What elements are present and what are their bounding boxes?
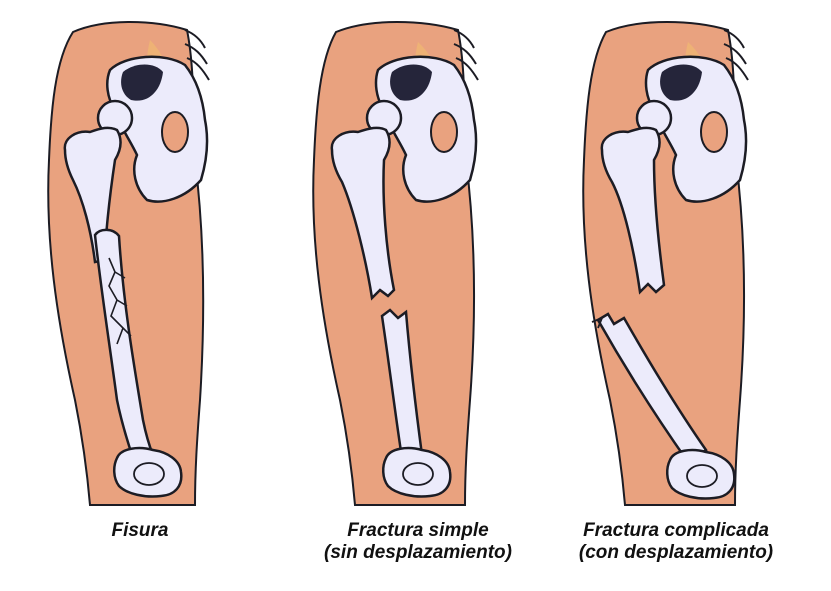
obturator-foramen xyxy=(161,111,189,153)
obturator-foramen xyxy=(700,111,728,153)
caption-line: Fisura xyxy=(111,520,169,541)
fractura-complicada-illustration xyxy=(582,21,749,506)
fractura-simple-illustration xyxy=(312,21,479,506)
greater-trochanter xyxy=(63,126,122,264)
hairline-crack xyxy=(108,257,132,345)
acetabulum xyxy=(121,64,163,101)
caption-line: Fractura simple xyxy=(347,520,489,541)
bone-spike xyxy=(591,316,604,329)
ribs xyxy=(184,29,210,81)
fisura-illustration xyxy=(47,21,210,506)
proximal-femur xyxy=(600,126,666,295)
proximal-femur xyxy=(330,126,396,301)
caption-fisura: Fisura xyxy=(0,520,280,542)
fracture-line-upper xyxy=(371,288,395,299)
caption-fractura-simple: Fractura simple (sin desplazamiento) xyxy=(278,520,558,564)
caption-fractura-complicada: Fractura complicada (con desplazamiento) xyxy=(536,520,816,564)
obturator-foramen xyxy=(430,111,458,153)
distal-femur-displaced xyxy=(596,312,708,464)
acetabulum xyxy=(660,64,702,101)
caption-line: Fractura complicada xyxy=(583,520,769,541)
ribs xyxy=(723,29,749,81)
femur-condyle-inner xyxy=(686,464,718,488)
caption-line: (con desplazamiento) xyxy=(578,542,774,563)
ribs xyxy=(453,29,479,81)
femur-condyle-inner xyxy=(133,462,165,486)
acetabulum xyxy=(390,64,432,101)
caption-line: (sin desplazamiento) xyxy=(324,542,512,563)
femur-condyle-inner xyxy=(402,462,434,486)
